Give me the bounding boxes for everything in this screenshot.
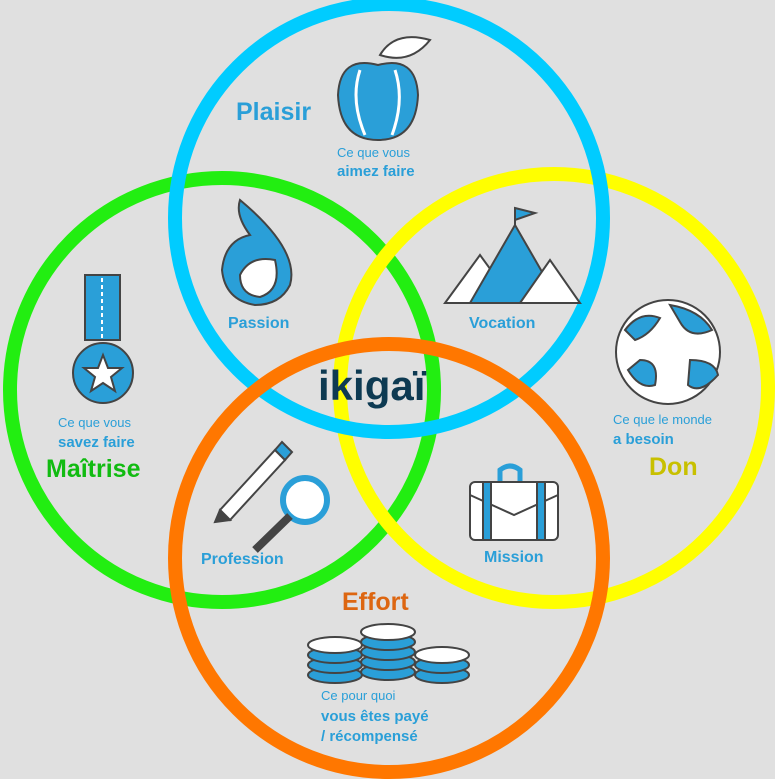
maitrise-label: Maîtrise [46, 455, 141, 483]
mountain-icon [443, 206, 582, 304]
plaisir-line2: aimez faire [337, 163, 415, 180]
effort-line2: vous êtes payé [321, 708, 429, 725]
effort-line3: / récompensé [321, 728, 418, 745]
coins-icon [307, 623, 470, 684]
briefcase-icon [469, 463, 559, 541]
apple-icon [336, 36, 432, 142]
profession-label: Profession [201, 551, 284, 568]
page-title: ikigaï [318, 362, 426, 409]
circle-maitrise [3, 171, 441, 609]
effort-line1: Ce pour quoi [321, 688, 396, 703]
plaisir-line1: Ce que vous [337, 145, 410, 160]
don-line2: a besoin [613, 431, 674, 448]
globe-icon [615, 299, 721, 405]
effort-label: Effort [342, 588, 409, 616]
pencil-magnifier-icon [213, 440, 330, 553]
circle-don [333, 167, 775, 609]
mission-label: Mission [484, 549, 544, 566]
vocation-label: Vocation [469, 315, 536, 332]
passion-label: Passion [228, 315, 290, 332]
circle-plaisir [168, 0, 610, 439]
maitrise-line1: Ce que vous [58, 415, 131, 430]
circle-effort [168, 337, 610, 779]
don-label: Don [649, 453, 698, 481]
medal-icon [72, 274, 134, 404]
maitrise-line2: savez faire [58, 434, 135, 451]
don-line1: Ce que le monde [613, 412, 713, 427]
flame-icon [220, 198, 293, 307]
plaisir-label: Plaisir [236, 98, 312, 126]
